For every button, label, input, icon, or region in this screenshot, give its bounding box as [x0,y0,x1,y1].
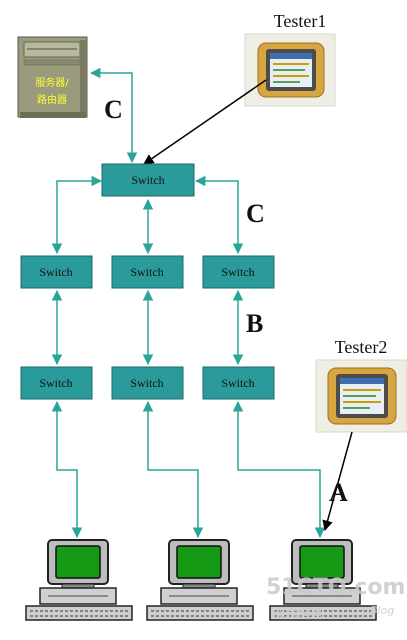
watermark-main: 51CTO.com [266,575,405,600]
segment-label-c-top: C [104,95,123,124]
watermark-sub: 技术博客 [272,606,324,622]
pc-right-icon [269,539,377,621]
switch-mid-left: Switch [20,255,93,289]
tester1-device-icon [244,33,336,107]
switch-label: Switch [39,376,72,390]
switch-label: Switch [221,376,254,390]
switch-bottom-left: Switch [20,366,93,400]
switch-mid-center: Switch [111,255,184,289]
switch-bottom-center: Switch [111,366,184,400]
tester2-title: Tester2 [335,337,388,357]
tester2-device-icon [315,359,407,433]
server-label-line2: 路由器 [37,93,67,106]
link-top-right [194,175,244,255]
segment-label-b: B [246,309,263,338]
link-pc-middle [142,400,204,539]
switch-bottom-right: Switch [202,366,275,400]
pc-left-icon [25,539,133,621]
link-top-left [51,175,103,255]
link-server-top-switch [89,67,138,164]
network-links [51,67,326,539]
switch-label: Switch [131,173,164,187]
switch-label: Switch [221,265,254,279]
tester1-title: Tester1 [274,11,327,31]
switch-label: Switch [130,265,163,279]
switch-label: Switch [130,376,163,390]
watermark: 51CTO.com 技术博客 Blog [266,575,405,622]
server-router-icon: 服务器/ 路由器 [17,36,88,118]
switch-top: Switch [101,163,195,197]
tester2-arrow [322,431,353,532]
pc-middle-icon [146,539,254,621]
segment-label-c-right: C [246,199,265,228]
link-pc-left [51,400,83,539]
segment-label-a: A [329,478,348,507]
server-label-line1: 服务器/ [35,76,69,89]
switch-mid-right: Switch [202,255,275,289]
switch-label: Switch [39,265,72,279]
tester1-arrow [143,79,267,165]
watermark-tail: Blog [370,604,394,617]
link-pc-right [232,400,326,539]
